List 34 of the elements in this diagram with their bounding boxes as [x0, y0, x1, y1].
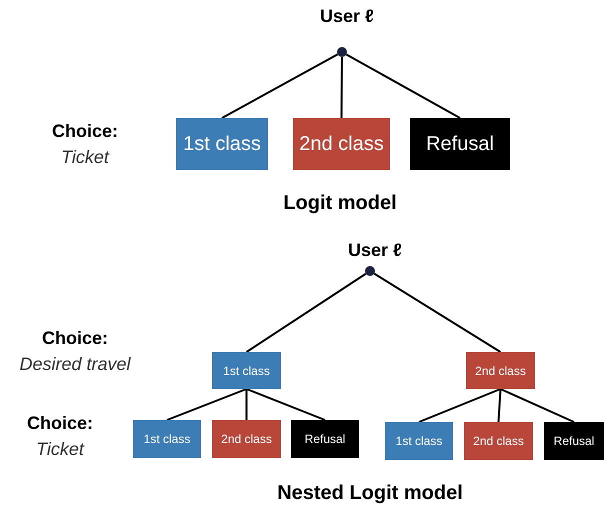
connector-line: [498, 388, 502, 422]
connector-line: [418, 388, 501, 423]
choice-box: 2nd class: [464, 422, 533, 460]
connector-line: [246, 388, 326, 421]
connector-line: [500, 388, 574, 423]
choice-heading: Choice:: [27, 413, 93, 434]
connector-line: [346, 54, 460, 119]
connector-line: [166, 388, 247, 421]
choice-box: Refusal: [544, 422, 604, 460]
connector-line: [222, 54, 338, 119]
choice-box: 2nd class: [466, 352, 535, 389]
connector-line: [374, 272, 502, 353]
user-label: User ℓ: [320, 6, 374, 27]
connector-line: [340, 57, 343, 118]
choice-value: Desired travel: [19, 354, 131, 375]
connector-line: [246, 272, 366, 353]
choice-heading: Choice:: [42, 328, 108, 349]
choice-box: 2nd class: [212, 420, 281, 458]
choice-heading: Choice:: [52, 121, 118, 142]
choice-value: Ticket: [61, 147, 109, 168]
model-caption: Logit model: [283, 192, 397, 215]
choice-box: 1st class: [176, 118, 268, 170]
choice-box: 2nd class: [293, 118, 390, 170]
choice-box: 1st class: [212, 352, 281, 389]
choice-box: Refusal: [291, 420, 359, 458]
root-dot: [365, 266, 375, 276]
user-label: User ℓ: [348, 240, 402, 261]
root-dot: [337, 47, 347, 57]
choice-box: 1st class: [385, 422, 453, 460]
choice-box: Refusal: [410, 118, 510, 170]
connector-line: [246, 389, 248, 420]
choice-value: Ticket: [36, 439, 84, 460]
choice-box: 1st class: [133, 420, 201, 458]
model-caption: Nested Logit model: [277, 482, 463, 505]
